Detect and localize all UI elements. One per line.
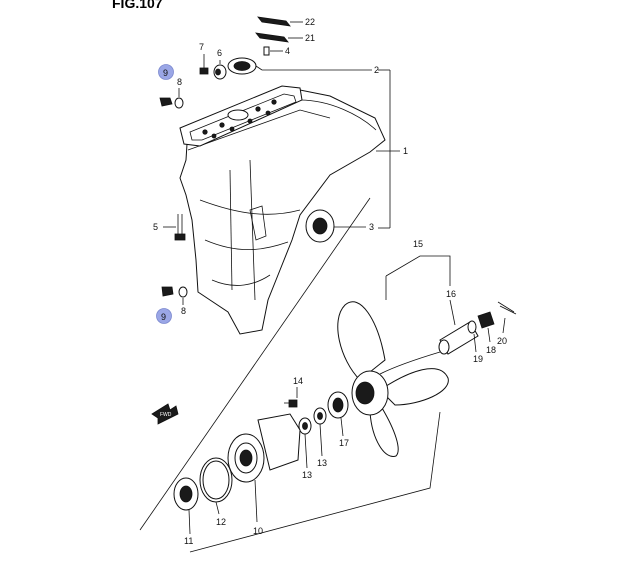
label-12: 12	[216, 517, 226, 527]
part-15-bracket: 15	[385, 239, 451, 300]
part-6-bushing: 6	[213, 48, 227, 80]
fwd-arrow-icon: FWD	[151, 403, 179, 425]
label-2: 2	[374, 65, 379, 75]
highlight-badge-9-upper	[158, 64, 174, 80]
label-15: 15	[413, 239, 423, 249]
label-5: 5	[153, 222, 158, 232]
gear-case-housing	[179, 89, 386, 335]
label-7: 7	[199, 42, 204, 52]
part-1-callout: 1	[376, 146, 408, 156]
part-22-block: 22	[257, 16, 315, 27]
label-11: 11	[184, 536, 193, 546]
label-1: 1	[403, 146, 408, 156]
propeller	[337, 301, 449, 457]
assembly-guide-line	[139, 197, 371, 531]
label-3: 3	[369, 222, 374, 232]
label-18: 18	[486, 345, 496, 355]
part-17-seal: 17	[327, 391, 349, 448]
part-10-bearing-housing: 10	[227, 413, 301, 536]
part-5-bolt: 5	[153, 214, 186, 241]
part-18-nut: 18	[477, 311, 496, 355]
label-22: 22	[305, 17, 315, 27]
label-14: 14	[293, 376, 303, 386]
part-4-pin: 4	[263, 46, 290, 56]
label-17: 17	[339, 438, 349, 448]
part-2-bearing: 2	[227, 57, 391, 228]
label-4: 4	[285, 46, 290, 56]
part-14-bolt: 14	[284, 376, 303, 408]
part-11-seal: 11	[173, 477, 199, 546]
part-9-upper-callout: 9 8	[158, 64, 184, 109]
part-21-block: 21	[255, 32, 315, 43]
part-20-cotter-pin: 20	[497, 301, 517, 346]
label-6: 6	[217, 48, 222, 58]
label-8-lower: 8	[181, 306, 186, 316]
label-16: 16	[446, 289, 456, 299]
label-13-upper: 13	[317, 458, 327, 468]
label-9-lower: 9	[161, 312, 166, 322]
highlight-badge-9-lower	[156, 308, 172, 324]
part-9-lower-callout: 8 9	[156, 286, 188, 324]
top-mounting-plate	[179, 85, 303, 147]
part-12-o-ring: 12	[199, 457, 233, 527]
part-3-seal: 3	[305, 209, 390, 243]
part-7-bolt: 7	[199, 42, 209, 75]
part-19-washer: 19	[467, 320, 483, 364]
figure-title: FIG.107	[112, 0, 163, 11]
fwd-label: FWD	[160, 412, 172, 418]
lower-assembly-bracket	[189, 411, 441, 553]
label-10: 10	[253, 526, 263, 536]
label-13-lower: 13	[302, 470, 312, 480]
part-13-washers: 13 13	[298, 407, 327, 480]
label-19: 19	[473, 354, 483, 364]
label-21: 21	[305, 33, 315, 43]
label-9-upper: 9	[163, 68, 168, 78]
label-20: 20	[497, 336, 507, 346]
label-8-upper: 8	[177, 77, 182, 87]
